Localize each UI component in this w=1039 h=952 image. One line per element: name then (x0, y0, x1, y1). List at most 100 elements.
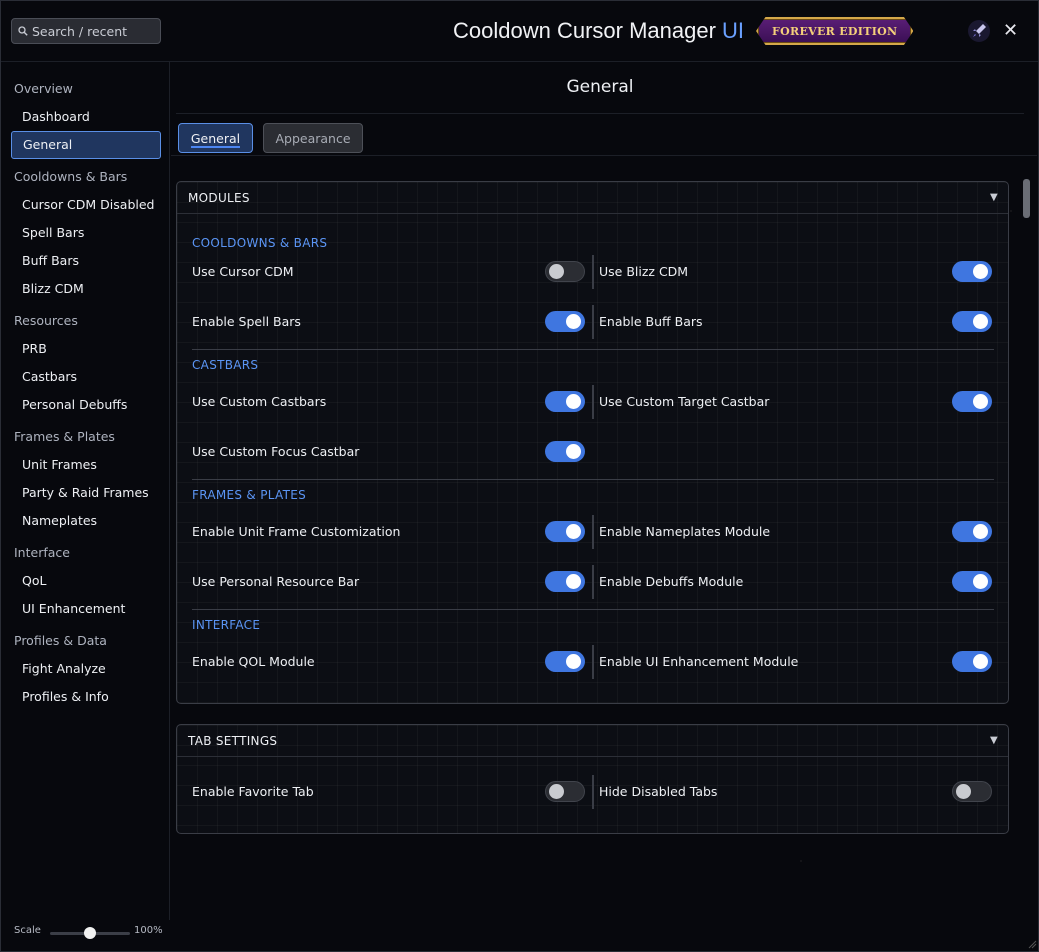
toggle-label-qol-module: Enable QOL Module (192, 654, 315, 669)
toggle-knob (973, 524, 988, 539)
sidebar: Overview Dashboard General Cooldowns & B… (1, 62, 170, 920)
toggle-knob (973, 264, 988, 279)
sidebar-item-castbars[interactable]: Castbars (22, 369, 78, 384)
toggle-label-ui-enhancement-module: Enable UI Enhancement Module (599, 654, 799, 669)
rocket-icon[interactable] (967, 19, 991, 43)
section-title-interface: INTERFACE (192, 618, 261, 632)
toggle-debuffs-module[interactable] (952, 571, 992, 592)
toggle-label-use-custom-target-castbar: Use Custom Target Castbar (599, 394, 770, 409)
toggle-label-use-blizz-cdm: Use Blizz CDM (599, 264, 689, 279)
sidebar-item-qol[interactable]: QoL (22, 573, 47, 588)
toggle-label-debuffs-module: Enable Debuffs Module (599, 574, 744, 589)
toggle-qol-module[interactable] (545, 651, 585, 672)
search-input[interactable] (32, 23, 152, 39)
toggle-knob (549, 784, 564, 799)
toggle-label-use-custom-castbars: Use Custom Castbars (192, 394, 327, 409)
sidebar-item-party-raid-frames[interactable]: Party & Raid Frames (22, 485, 149, 500)
toggle-knob (956, 784, 971, 799)
caret-down-icon[interactable]: ▼ (990, 192, 998, 203)
sidebar-item-nameplates[interactable]: Nameplates (22, 513, 98, 528)
toggle-enable-spell-bars[interactable] (545, 311, 585, 332)
toggle-ui-enhancement-module[interactable] (952, 651, 992, 672)
sidebar-group-interface: Interface (14, 545, 70, 560)
toggle-knob (566, 394, 581, 409)
toggle-knob (973, 574, 988, 589)
sidebar-group-resources: Resources (14, 313, 78, 328)
toggle-label-use-custom-focus-castbar: Use Custom Focus Castbar (192, 444, 360, 459)
scale-slider-handle[interactable] (84, 927, 96, 939)
sidebar-group-overview: Overview (14, 81, 73, 96)
page-title: General (566, 77, 634, 97)
toggle-knob (566, 524, 581, 539)
toggle-knob (566, 574, 581, 589)
sidebar-item-buff-bars[interactable]: Buff Bars (22, 253, 79, 268)
toggle-use-cursor-cdm[interactable] (545, 261, 585, 282)
app-title: Cooldown Cursor Manager UI FOREVER EDITI… (453, 17, 914, 45)
toggle-knob (973, 654, 988, 669)
toggle-nameplates-module[interactable] (952, 521, 992, 542)
sidebar-item-unit-frames[interactable]: Unit Frames (22, 457, 97, 472)
toggle-knob (566, 444, 581, 459)
title-accent: UI (722, 18, 745, 43)
toggle-knob (566, 654, 581, 669)
close-icon[interactable]: ✕ (1003, 20, 1019, 41)
section-title-cooldowns: COOLDOWNS & BARS (192, 236, 328, 250)
toggle-use-blizz-cdm[interactable] (952, 261, 992, 282)
tab-general[interactable]: General (178, 123, 253, 153)
caret-down-icon[interactable]: ▼ (990, 735, 998, 746)
scrollbar-thumb[interactable] (1023, 179, 1030, 218)
sidebar-item-ui-enhancement[interactable]: UI Enhancement (22, 601, 126, 616)
toggle-knob (566, 314, 581, 329)
sidebar-group-cooldowns: Cooldowns & Bars (14, 169, 128, 184)
column-divider (592, 645, 594, 679)
sidebar-item-fight-analyze[interactable]: Fight Analyze (22, 661, 106, 676)
tab-settings-panel: TAB SETTINGS ▼ Enable Favorite Tab Hide … (176, 724, 1009, 834)
section-divider (192, 349, 994, 350)
toggle-unit-frame-customization[interactable] (545, 521, 585, 542)
sidebar-item-cursor-cdm[interactable]: Cursor CDM Disabled (22, 197, 155, 212)
scale-label: Scale (14, 925, 41, 936)
toggle-label-use-cursor-cdm: Use Cursor CDM (192, 264, 294, 279)
tab-appearance[interactable]: Appearance (263, 123, 363, 153)
sidebar-item-blizz-cdm[interactable]: Blizz CDM (22, 281, 84, 296)
header: Cooldown Cursor Manager UI FOREVER EDITI… (1, 1, 1038, 62)
search-box[interactable] (11, 18, 161, 44)
sidebar-item-profiles-info[interactable]: Profiles & Info (22, 689, 109, 704)
toggle-knob (973, 314, 988, 329)
modules-panel-header[interactable]: MODULES ▼ (177, 182, 1008, 214)
sidebar-group-profiles: Profiles & Data (14, 633, 107, 648)
toggle-label-nameplates-module: Enable Nameplates Module (599, 524, 771, 539)
title-main: Cooldown Cursor Manager (453, 18, 723, 43)
tab-settings-panel-header[interactable]: TAB SETTINGS ▼ (177, 725, 1008, 757)
sidebar-item-dashboard[interactable]: Dashboard (22, 109, 90, 124)
toggle-enable-favorite-tab[interactable] (545, 781, 585, 802)
toggle-enable-buff-bars[interactable] (952, 311, 992, 332)
toggle-personal-resource-bar[interactable] (545, 571, 585, 592)
toggle-use-custom-focus-castbar[interactable] (545, 441, 585, 462)
toggle-label-personal-resource-bar: Use Personal Resource Bar (192, 574, 360, 589)
sidebar-item-prb[interactable]: PRB (22, 341, 47, 356)
sidebar-item-personal-debuffs[interactable]: Personal Debuffs (22, 397, 128, 412)
section-title-castbars: CASTBARS (192, 358, 259, 372)
toggle-hide-disabled-tabs[interactable] (952, 781, 992, 802)
resize-grip-icon[interactable] (1027, 939, 1037, 949)
sidebar-item-general[interactable]: General (11, 131, 161, 159)
toggle-use-custom-castbars[interactable] (545, 391, 585, 412)
toggle-label-enable-favorite-tab: Enable Favorite Tab (192, 784, 314, 799)
section-title-frames-plates: FRAMES & PLATES (192, 488, 307, 502)
toggle-label-enable-buff-bars: Enable Buff Bars (599, 314, 703, 329)
toggle-label-unit-frame-customization: Enable Unit Frame Customization (192, 524, 401, 539)
column-divider (592, 385, 594, 419)
column-divider (592, 305, 594, 339)
modules-panel-title: MODULES (188, 191, 250, 205)
toggle-knob (973, 394, 988, 409)
toggle-use-custom-target-castbar[interactable] (952, 391, 992, 412)
column-divider (592, 255, 594, 289)
column-divider (592, 515, 594, 549)
tab-settings-panel-title: TAB SETTINGS (188, 734, 278, 748)
sidebar-group-frames: Frames & Plates (14, 429, 115, 444)
sidebar-item-spell-bars[interactable]: Spell Bars (22, 225, 85, 240)
section-divider (192, 609, 994, 610)
tabs-divider (171, 155, 1037, 156)
edition-badge: FOREVER EDITION (756, 17, 914, 45)
